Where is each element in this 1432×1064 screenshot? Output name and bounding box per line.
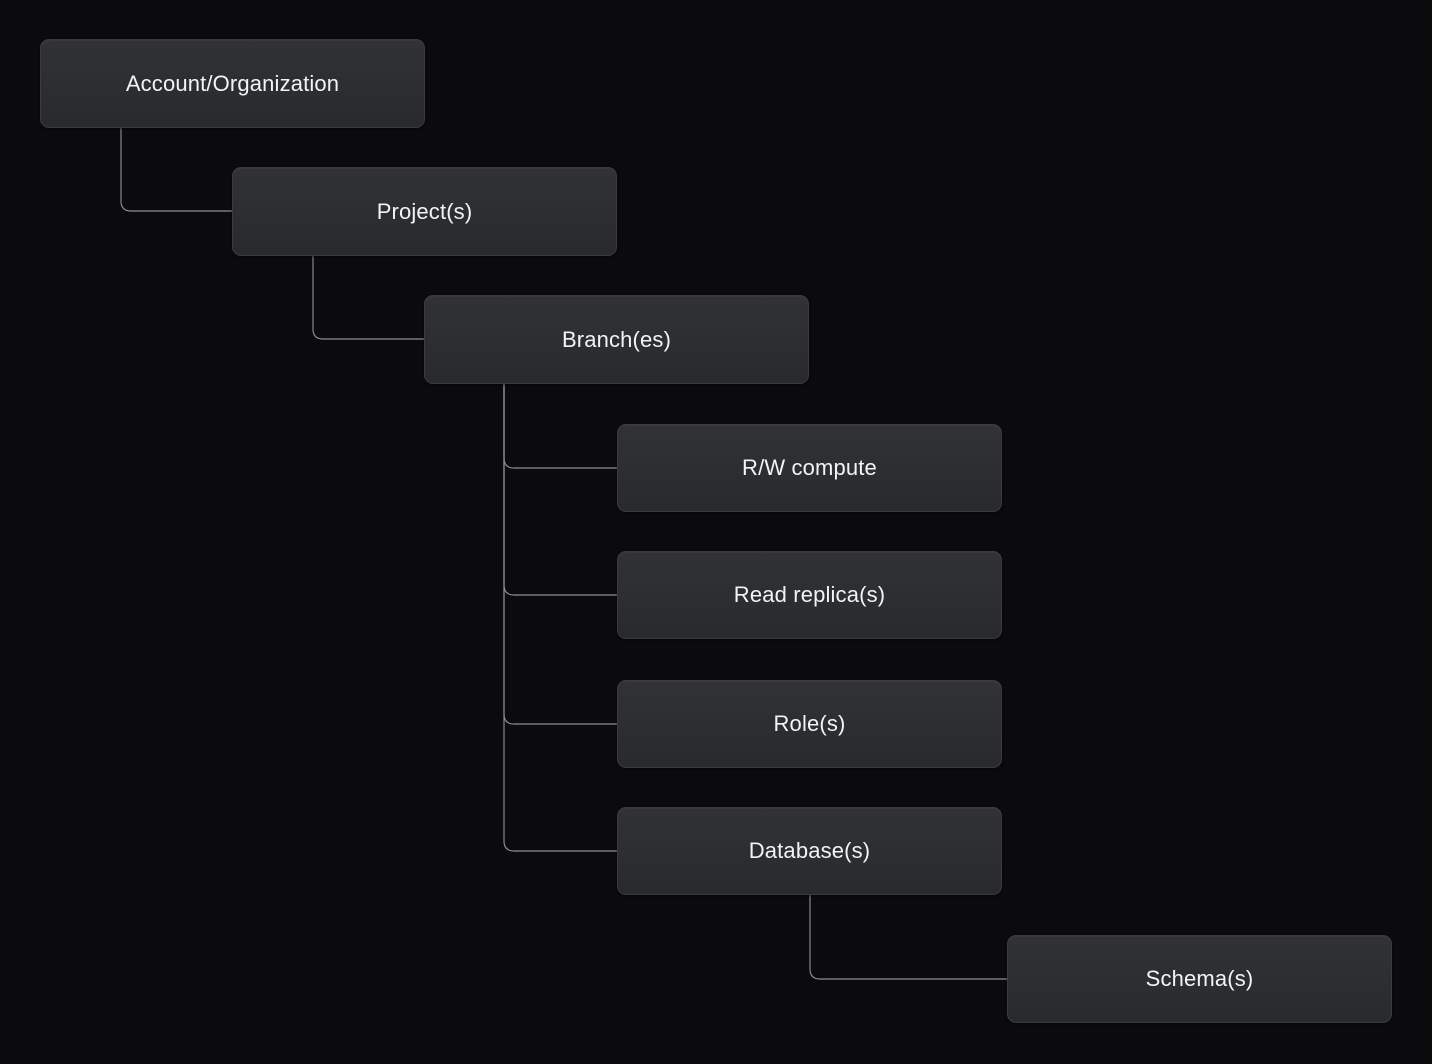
edge-database-to-schema: [809, 894, 1008, 980]
node-database[interactable]: Database(s): [617, 807, 1002, 895]
node-label: Schema(s): [1145, 966, 1254, 991]
node-read-replica[interactable]: Read replica(s): [617, 551, 1002, 639]
node-schema[interactable]: Schema(s): [1007, 935, 1392, 1023]
edge-account-to-project: [120, 127, 233, 212]
node-account-organization[interactable]: Account/Organization: [40, 39, 425, 128]
node-label: Role(s): [773, 711, 846, 736]
edge-branch-to-database: [503, 383, 618, 852]
edge-project-to-branch: [312, 255, 425, 340]
edge-branch-to-role: [503, 383, 618, 725]
node-project[interactable]: Project(s): [232, 167, 617, 256]
node-label: Read replica(s): [733, 582, 886, 607]
node-label: Account/Organization: [125, 70, 340, 96]
edge-branch-to-rw-compute: [503, 383, 618, 469]
edge-branch-to-read-replica: [503, 383, 618, 596]
node-label: R/W compute: [742, 455, 877, 480]
node-branch[interactable]: Branch(es): [424, 295, 809, 384]
node-rw-compute[interactable]: R/W compute: [617, 424, 1002, 512]
node-label: Project(s): [376, 198, 473, 224]
node-label: Database(s): [748, 838, 871, 863]
node-label: Branch(es): [561, 326, 672, 352]
node-role[interactable]: Role(s): [617, 680, 1002, 768]
